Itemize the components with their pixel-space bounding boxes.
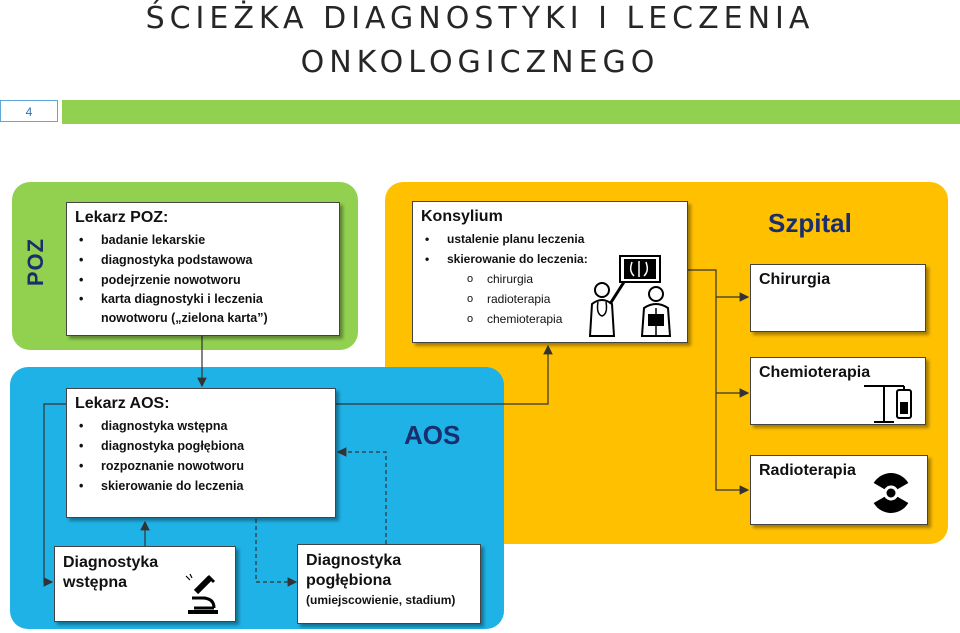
initial-diagnostics-line1: Diagnostyka [63,554,159,571]
aos-label: AOS [404,420,461,450]
radiation-icon [873,473,909,513]
deep-diagnostics-line1: Diagnostyka [306,552,402,569]
list-item: skierowanie do leczenia [75,476,327,496]
konsylium-box-title: Konsylium [421,208,503,225]
radiotherapy-box: Radioterapia [750,455,928,525]
list-item: podejrzenie nowotworu [75,270,331,290]
poz-doctor-box: Lekarz POZ: badanie lekarskie diagnostyk… [66,202,340,336]
list-item: rozpoznanie nowotworu [75,456,327,476]
deep-diagnostics-box: Diagnostyka pogłębiona (umiejscowienie, … [297,544,481,624]
title-line-2: ONKOLOGICZNEGO [300,45,660,80]
arrow-aos-to-deep [255,519,298,587]
list-item: badanie lekarskie [75,230,331,250]
list-item: karta diagnostyki i leczenia nowotworu (… [75,290,331,328]
radiotherapy-label: Radioterapia [759,462,856,479]
list-item: skierowanie do leczenia: [421,249,679,269]
doctors-xray-icon [588,255,672,337]
arrow-aos-to-konsylium [336,344,553,405]
arrow-deep-to-aos [336,447,387,544]
aos-task-list: diagnostyka wstępna diagnostyka pogłębio… [75,416,327,496]
header-bar [62,100,960,124]
list-item: diagnostyka podstawowa [75,250,331,270]
aos-doctor-box: Lekarz AOS: diagnostyka wstępna diagnost… [66,388,336,518]
iv-drip-icon [864,385,912,423]
microscope-icon [185,573,218,614]
slide-number: 4 [0,100,58,122]
deep-diagnostics-line2: pogłębiona [306,572,392,589]
poz-box-title: Lekarz POZ: [75,209,169,226]
konsylium-task-list: ustalenie planu leczenia skierowanie do … [421,229,679,269]
surgery-label: Chirurgia [759,271,831,288]
poz-task-list: badanie lekarskie diagnostyka podstawowa… [75,230,331,328]
konsylium-subitem-list: chirurgia radioterapia chemioterapia [421,269,679,329]
list-item: diagnostyka pogłębiona [75,436,327,456]
arrow-aos-to-initial [43,403,66,587]
list-item: ustalenie planu leczenia [421,229,679,249]
list-item: radioterapia [421,289,679,309]
chemotherapy-label: Chemioterapia [759,364,871,381]
arrow-konsylium-treatments [688,269,750,495]
list-item: chirurgia [421,269,679,289]
list-item: diagnostyka wstępna [75,416,327,436]
aos-box-title: Lekarz AOS: [75,395,170,412]
title-line-1: ŚCIEŻKA DIAGNOSTYKI I LECZENIA [145,1,815,36]
hospital-label: Szpital [768,208,852,238]
deep-diagnostics-note: (umiejscowienie, stadium) [306,593,456,607]
surgery-box: Chirurgia [750,264,926,332]
list-item: chemioterapia [421,309,679,329]
initial-diagnostics-line2: wstępna [63,574,128,591]
